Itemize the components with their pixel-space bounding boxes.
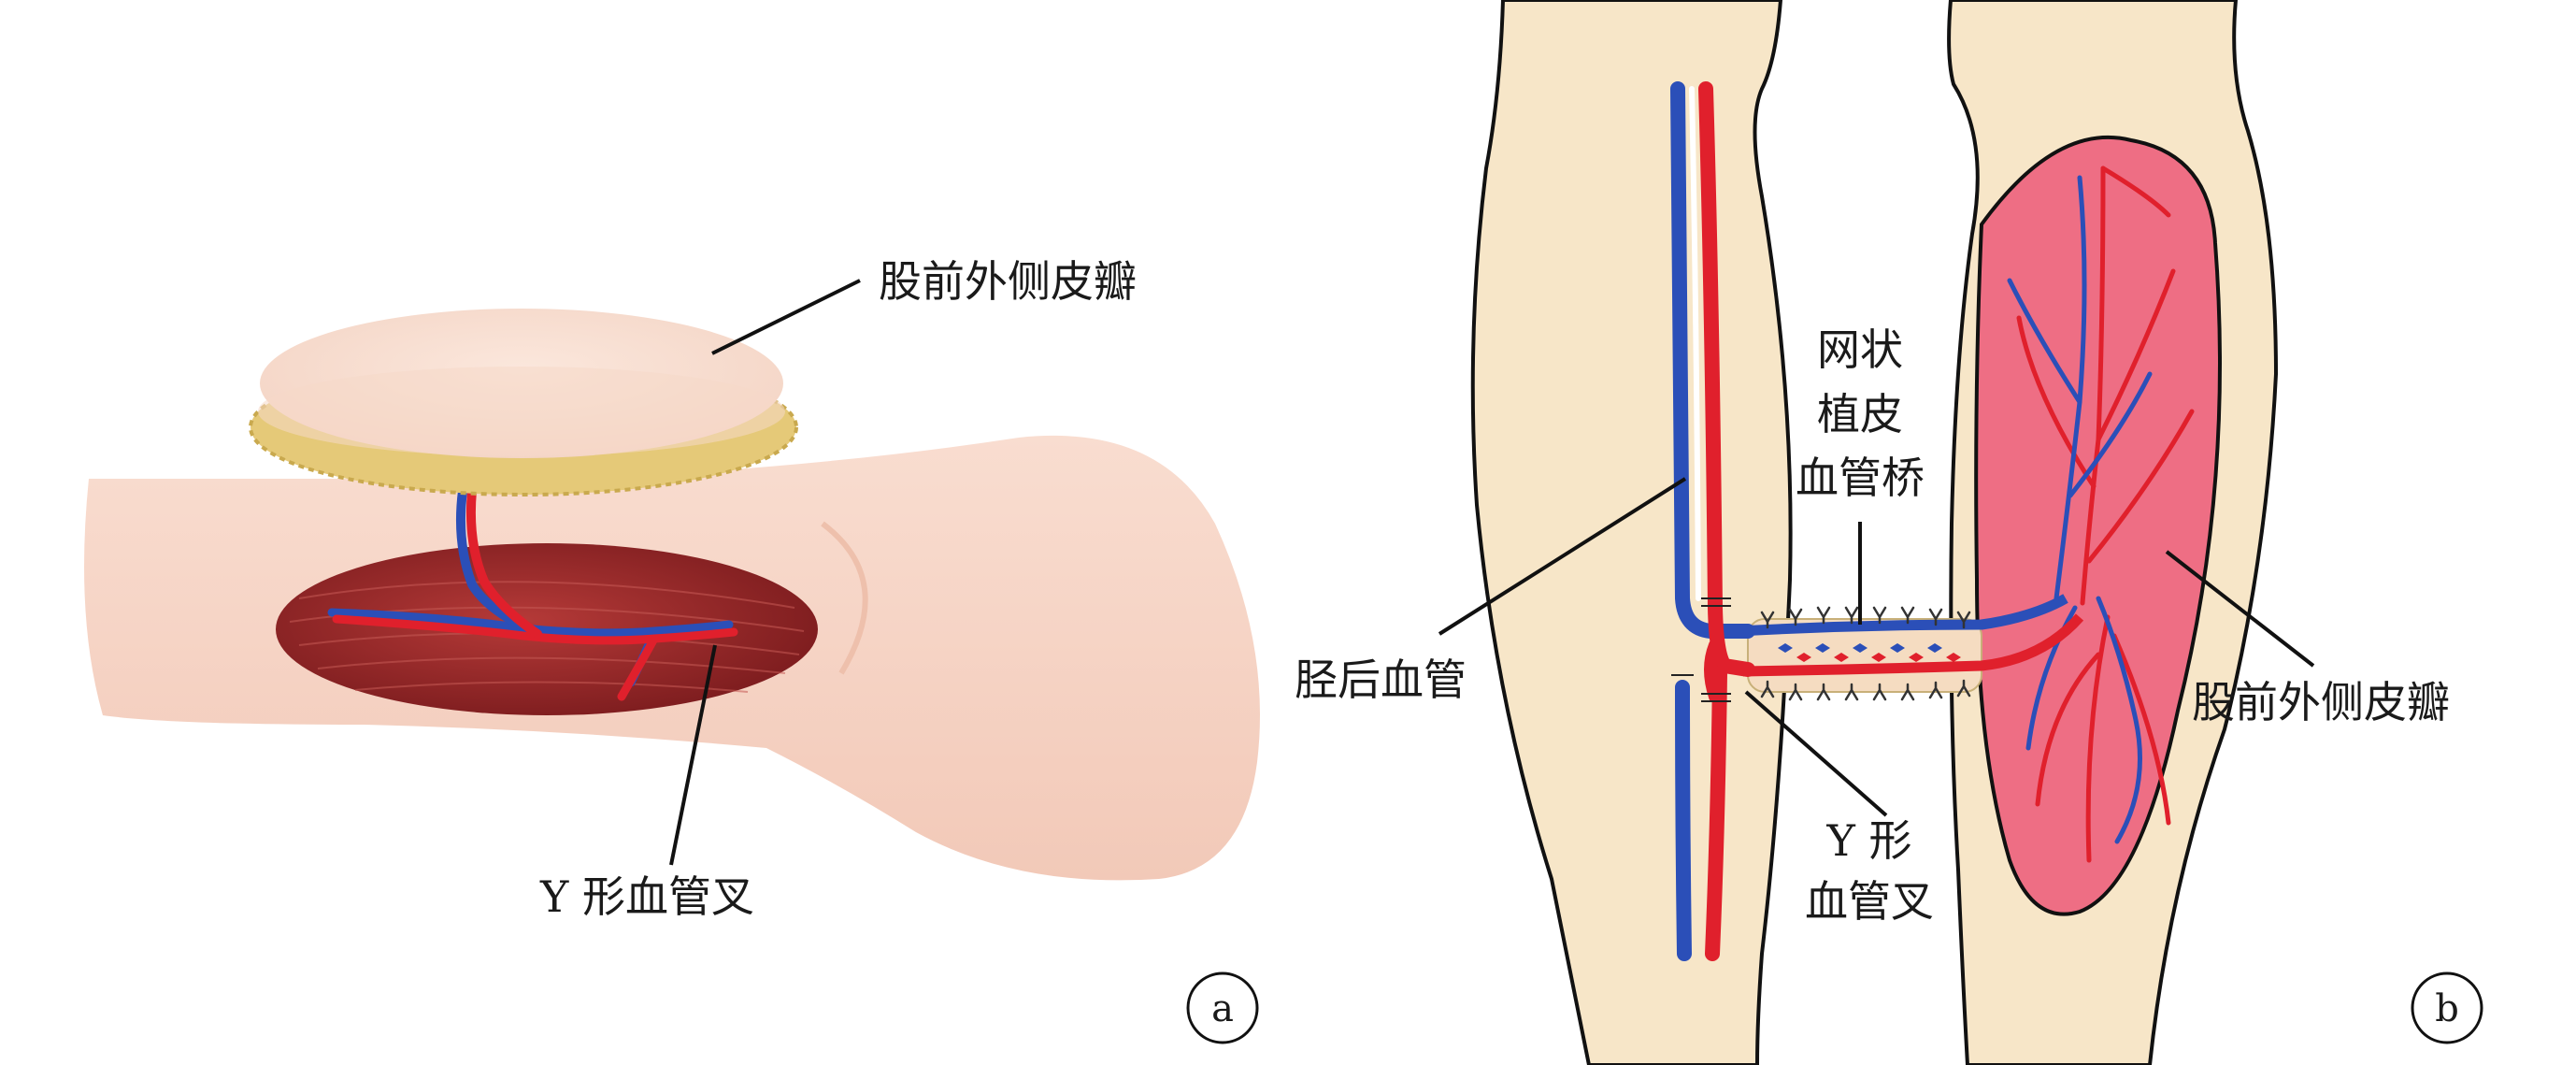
leader-bifurcation-a	[669, 644, 717, 866]
tibial-artery-distal	[1705, 666, 1727, 961]
thigh-knee-fold	[821, 521, 868, 675]
vessel-bridge	[1738, 594, 2084, 701]
muscle-artery	[332, 614, 738, 701]
tibial-y-junction	[1704, 639, 1722, 703]
panel-a-letter: a	[1211, 987, 1234, 1030]
leader-flap-a	[711, 279, 861, 355]
leader-tibial	[1438, 477, 1687, 636]
bridge-vein	[1738, 594, 2068, 637]
panel-b-letter-circle	[2411, 971, 2483, 1044]
leader-flap-b	[2165, 550, 2315, 668]
pedicle-vein	[455, 486, 528, 631]
anastomosis-ties	[1671, 597, 1731, 702]
pedicle-artery	[465, 486, 542, 639]
bifurcation-label-b-line2: 血管叉	[1805, 876, 1934, 927]
flap-label-b: 股前外侧皮瓣	[2192, 677, 2450, 727]
bridge-mesh-marks	[1778, 643, 1961, 662]
tibial-vessel-gap	[1689, 86, 1701, 601]
bifurcation-label-a: Y 形血管叉	[540, 871, 754, 922]
tibial-vein-proximal	[1670, 81, 1755, 639]
bridge-sutures	[1760, 606, 1971, 701]
posterior-tibial-vessels	[1670, 81, 1755, 961]
flap-a-top	[258, 367, 785, 456]
leader-bifurcation-b	[1744, 690, 1888, 817]
panel-a	[84, 279, 1260, 1044]
panel-b-letter: b	[2435, 987, 2459, 1030]
flap-b-arteries	[2016, 166, 2195, 863]
bridge-label-line1: 网状	[1817, 324, 1903, 375]
flap-label-a: 股前外侧皮瓣	[879, 256, 1137, 307]
bridge-artery	[1742, 613, 2084, 677]
bridge-label-line2: 植皮	[1817, 389, 1903, 439]
panel-b	[1438, 0, 2483, 1065]
tibial-vein-distal	[1675, 680, 1692, 961]
bridge-label-line3: 血管桥	[1796, 453, 1925, 503]
bifurcation-label-b-line1: Y 形	[1826, 815, 1912, 866]
tibial-vessel-label: 胫后血管	[1295, 655, 1467, 705]
panel-a-letter-circle	[1186, 971, 1259, 1044]
left-leg	[1470, 0, 1793, 1065]
